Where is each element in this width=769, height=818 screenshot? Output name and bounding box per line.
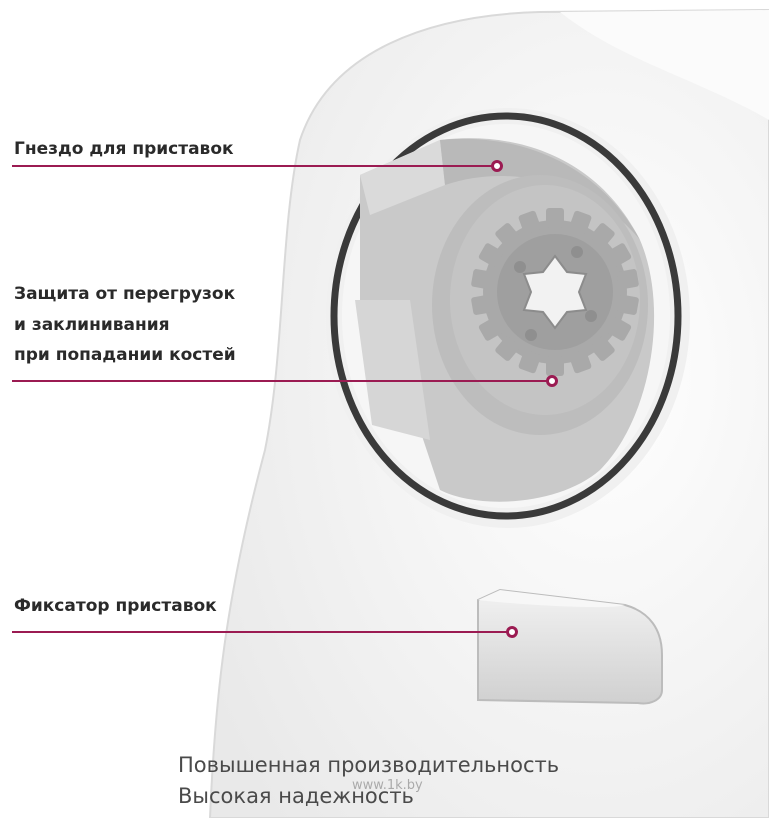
callout-label-overload-line-1: Защита от перегрузок: [14, 284, 236, 304]
callout-label-overload-line-2: и заклинивания: [14, 315, 170, 335]
caption-performance: Повышенная производительность: [178, 753, 560, 777]
callout-label-overload-line-3: при попадании костей: [14, 345, 236, 365]
drive-socket: [522, 254, 588, 330]
callout-label-latch: Фиксатор приставок: [14, 596, 217, 616]
callout-label-socket: Гнездо для приставок: [14, 139, 234, 159]
caption-reliability: Высокая надежность: [178, 784, 414, 808]
callout-marker-socket: [491, 160, 503, 172]
watermark: www.1k.by: [352, 778, 423, 793]
callout-line-socket: [12, 165, 497, 167]
callout-line-overload: [12, 380, 552, 382]
attachment-latch: [477, 588, 663, 705]
callout-marker-overload: [546, 375, 558, 387]
callout-marker-latch: [506, 626, 518, 638]
callout-line-latch: [12, 631, 512, 633]
overload-protection-gear: [471, 208, 639, 376]
socket-dark-ring: [330, 112, 682, 520]
body-highlight: [560, 10, 769, 120]
